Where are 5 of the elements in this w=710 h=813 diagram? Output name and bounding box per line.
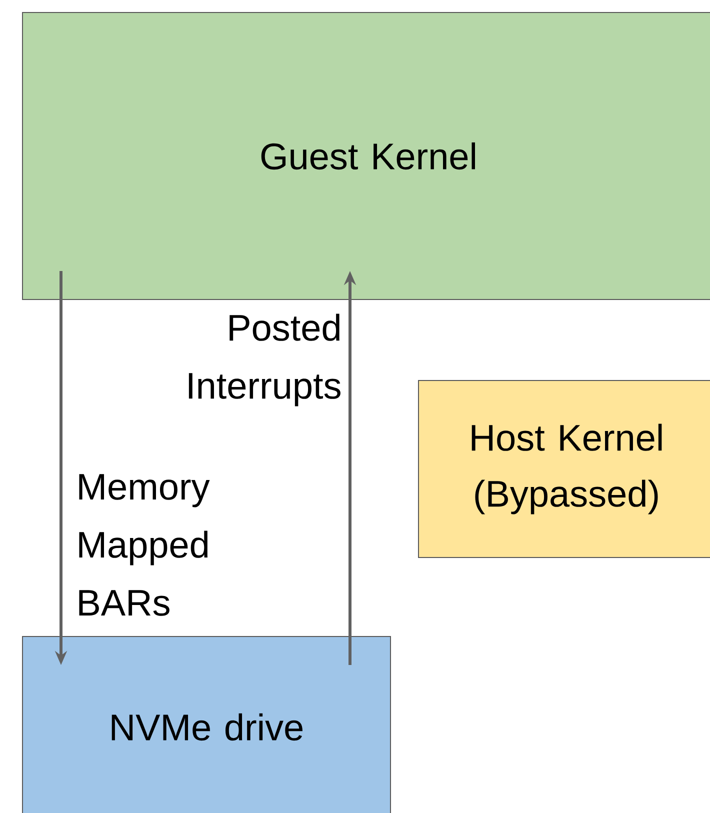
box: Host Kernel (Bypassed)	[418, 380, 710, 558]
box: NVMe drive	[22, 636, 391, 813]
edge-label: Memory Mapped BARs	[79, 474, 210, 616]
box: Guest Kernel	[22, 12, 710, 300]
edge-label: Posted Interrupts	[188, 314, 340, 406]
